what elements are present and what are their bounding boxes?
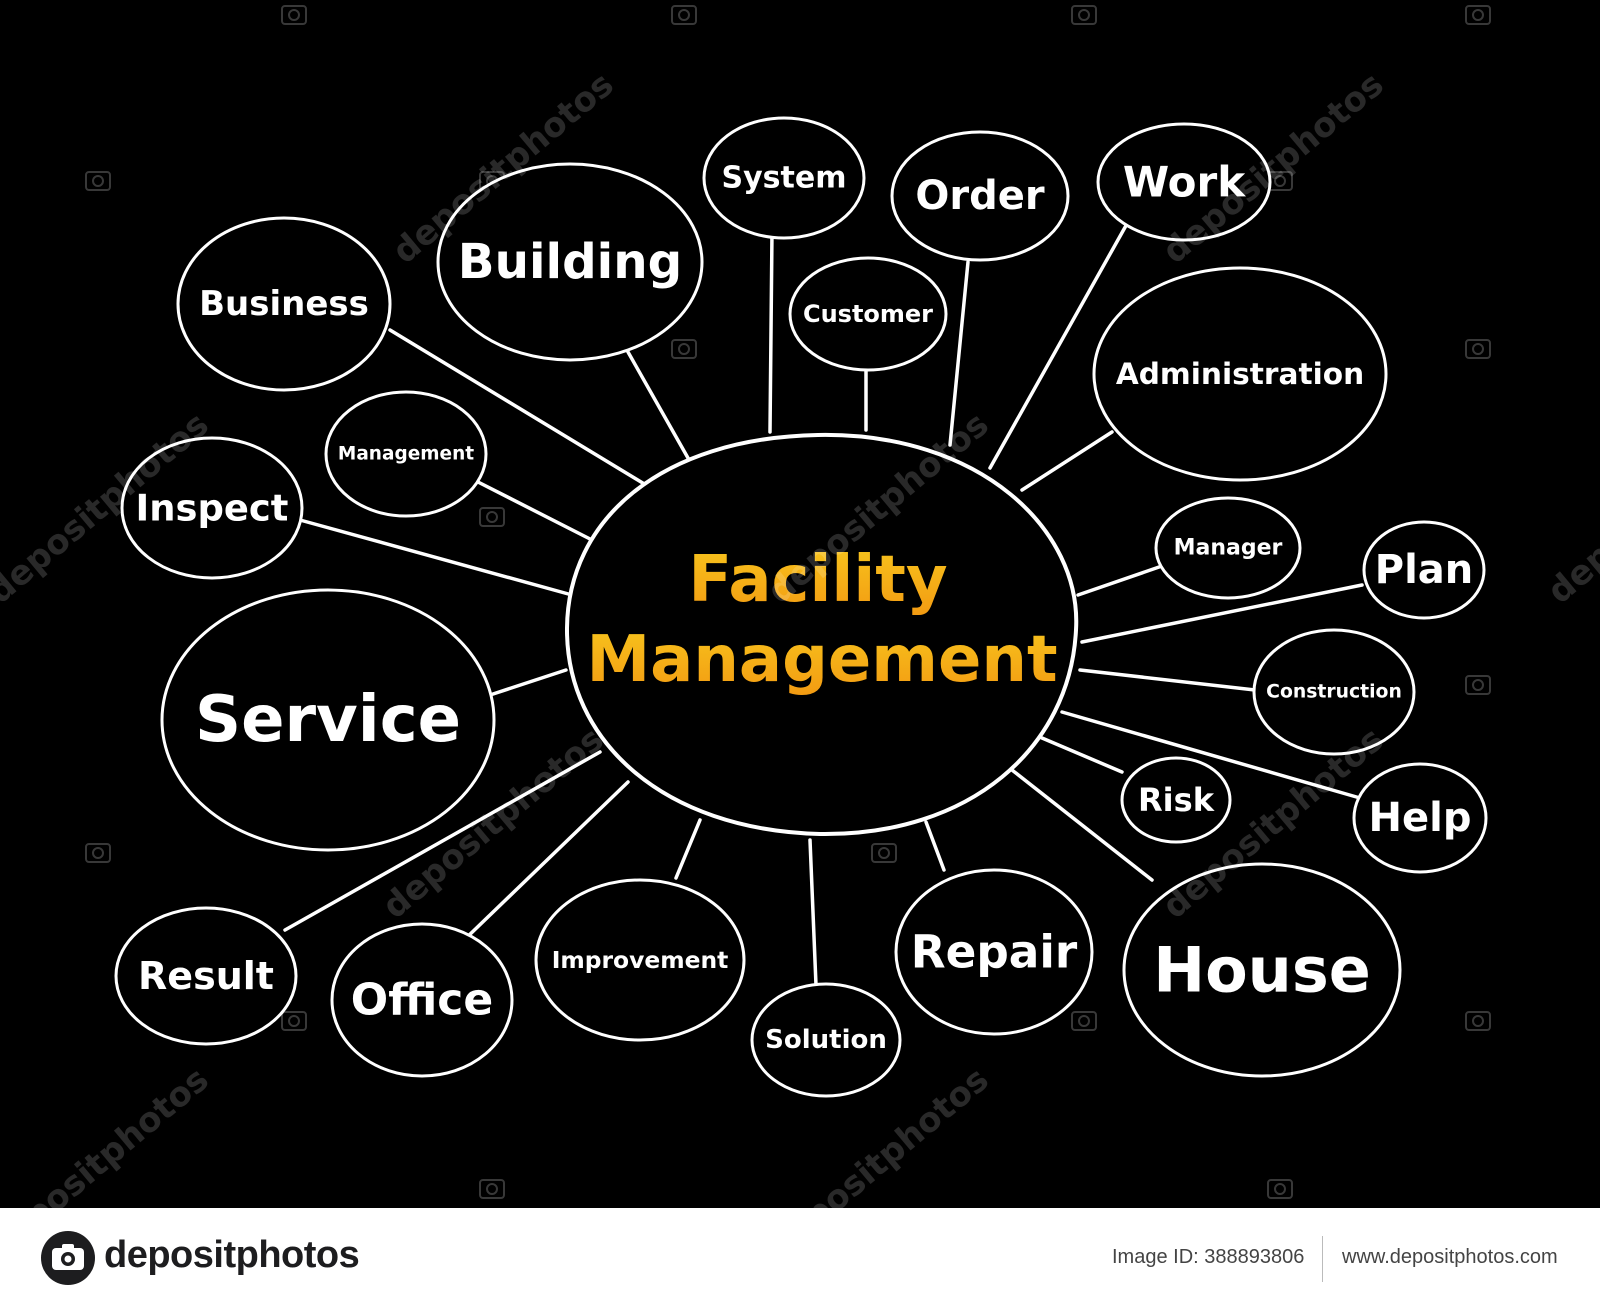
node-label-administration: Administration (1116, 357, 1364, 391)
node-label-construction: Construction (1266, 682, 1402, 703)
node-label-building: Building (458, 234, 682, 290)
node-risk: Risk (1120, 756, 1232, 844)
node-label-order: Order (915, 173, 1044, 219)
node-label-customer: Customer (803, 300, 933, 328)
image-id-text: Image ID: 388893806 (1112, 1246, 1305, 1268)
node-work: Work (1096, 122, 1272, 242)
center-title-line2: Management (586, 623, 1057, 697)
node-customer: Customer (788, 256, 948, 372)
node-label-service: Service (195, 683, 461, 757)
camera-icon (41, 1231, 95, 1285)
node-label-business: Business (199, 284, 369, 324)
node-system: System (702, 116, 866, 240)
node-label-management: Management (338, 444, 474, 465)
node-label-solution: Solution (765, 1025, 887, 1055)
connector-lines (283, 220, 1364, 987)
footer-bar: depositphotos Image ID: 388893806 www.de… (0, 1208, 1600, 1309)
node-label-improvement: Improvement (552, 946, 729, 974)
node-label-house: House (1153, 934, 1371, 1007)
node-label-office: Office (351, 975, 493, 1026)
node-business: Business (176, 216, 392, 392)
footer-divider (1322, 1236, 1323, 1282)
node-management: Management (324, 390, 488, 518)
node-label-help: Help (1369, 795, 1472, 841)
node-label-result: Result (138, 954, 274, 998)
node-label-manager: Manager (1174, 536, 1283, 561)
site-url-link[interactable]: www.depositphotos.com (1342, 1246, 1558, 1268)
node-house: House (1122, 862, 1402, 1078)
node-label-inspect: Inspect (136, 487, 289, 530)
node-help: Help (1352, 762, 1488, 874)
watermark-text: depositphotos (1540, 404, 1600, 611)
node-service: Service (160, 588, 496, 852)
center-bubble (564, 432, 1079, 837)
node-inspect: Inspect (120, 436, 304, 580)
node-construction: Construction (1252, 628, 1416, 756)
node-solution: Solution (750, 982, 902, 1098)
brand-logo-text: depositphotos (104, 1234, 360, 1276)
node-building: Building (436, 162, 704, 362)
node-order: Order (890, 130, 1070, 262)
node-plan: Plan (1362, 520, 1486, 620)
node-label-repair: Repair (911, 926, 1078, 979)
node-label-work: Work (1123, 158, 1246, 207)
node-label-plan: Plan (1375, 547, 1474, 593)
node-improvement: Improvement (534, 878, 746, 1042)
node-administration: Administration (1092, 266, 1388, 482)
mind-map-diagram: Facility Management System Order Work Bu… (0, 5, 1600, 1208)
node-label-risk: Risk (1138, 781, 1215, 819)
node-manager: Manager (1154, 496, 1302, 600)
node-repair: Repair (894, 868, 1094, 1036)
node-result: Result (114, 906, 298, 1046)
watermark-text: depositphotos (0, 1059, 216, 1208)
node-office: Office (330, 922, 514, 1078)
node-label-system: System (722, 161, 847, 196)
center-title-line1: Facility (688, 543, 947, 617)
